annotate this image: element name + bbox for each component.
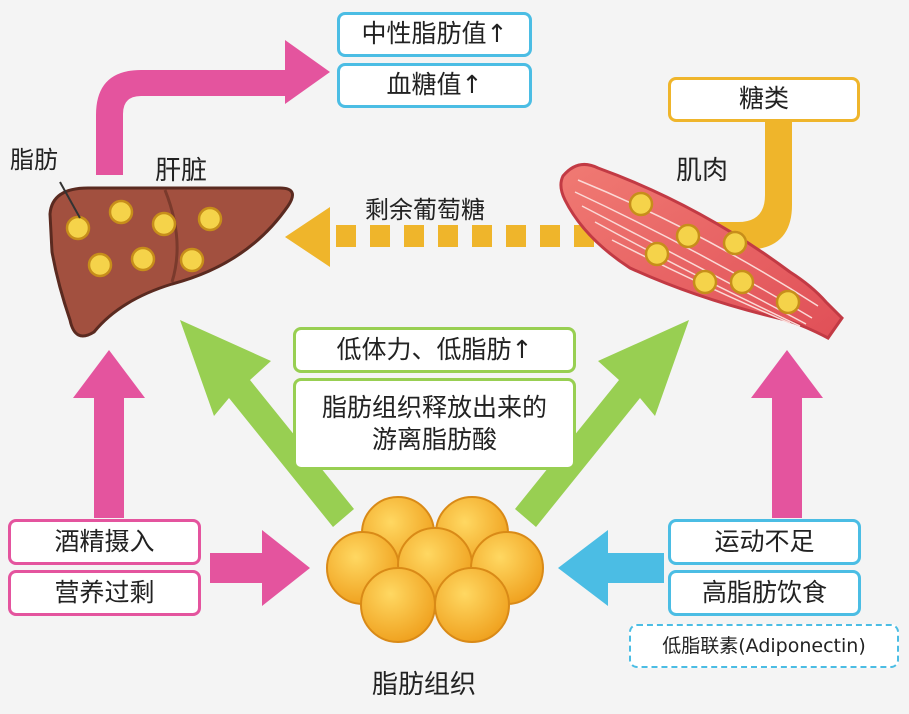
liver-output-arrow — [96, 40, 330, 175]
adipose-tissue-label: 脂肪组织 — [372, 670, 477, 700]
excess-glucose-label: 剩余葡萄糖 — [365, 196, 485, 224]
fat-label: 脂肪 — [10, 146, 58, 174]
low-stamina-box: 低体力、低脂肪↑ — [293, 327, 576, 373]
free-fatty-acids-line1: 脂肪组织释放出来的 — [321, 392, 547, 422]
sugar-to-muscle-arrow — [700, 118, 792, 250]
adipose-to-liver-arrow — [180, 320, 354, 527]
triglyceride-box: 中性脂肪值↑ — [337, 12, 532, 57]
free-fatty-acids-line2: 游离脂肪酸 — [371, 425, 497, 454]
alcohol-intake-box: 酒精摄入 — [8, 519, 201, 565]
blood-sugar-box: 血糖值↑ — [337, 63, 532, 108]
free-fatty-acids-box: 脂肪组织释放出来的 游离脂肪酸 — [293, 378, 576, 470]
lack-of-exercise-box: 运动不足 — [668, 519, 861, 565]
adipose-to-muscle-arrow — [515, 320, 689, 527]
overnutrition-box: 营养过剩 — [8, 570, 201, 616]
liver-label: 肝脏 — [155, 156, 208, 186]
exercise-to-muscle-arrow — [751, 350, 823, 518]
liver-icon — [48, 181, 294, 338]
sugars-box: 糖类 — [668, 77, 860, 122]
muscle-icon — [559, 162, 844, 340]
inputs-to-adipose-arrow — [210, 530, 310, 606]
adiponectin-box: 低脂联素(Adiponectin) — [629, 624, 899, 668]
alcohol-to-liver-arrow — [73, 350, 145, 518]
adipose-tissue-icon — [326, 496, 544, 643]
muscle-label: 肌肉 — [676, 156, 729, 186]
lifestyle-to-adipose-arrow — [558, 530, 664, 606]
high-fat-diet-box: 高脂肪饮食 — [668, 570, 861, 616]
excess-glucose-arrow — [285, 207, 594, 267]
